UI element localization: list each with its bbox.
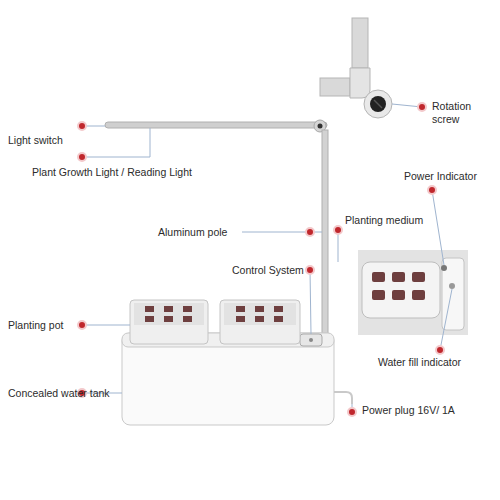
part-label: Power Indicator: [404, 170, 499, 183]
planting-holes: [145, 306, 283, 322]
leader-line: [310, 270, 311, 334]
joint-pipe: [352, 18, 368, 68]
part-label: Concealed water tank: [8, 387, 138, 400]
joint-elbow: [350, 68, 370, 98]
arm-screw: [318, 124, 323, 129]
pot-top: [134, 303, 204, 325]
leader-line: [82, 128, 150, 157]
leader-line: [440, 289, 452, 350]
leader-line: [82, 325, 130, 326]
callout-dot: [348, 408, 356, 416]
callout-dot: [78, 321, 86, 329]
part-label: Water fill indicator: [378, 356, 498, 369]
callout-dot: [334, 226, 342, 234]
inset-holes: [372, 272, 425, 300]
planting-pots: [130, 300, 300, 344]
part-label: Plant Growth Light / Reading Light: [32, 166, 232, 179]
joint-pipe: [320, 78, 350, 96]
screw-slot: [374, 100, 382, 108]
leader-line: [432, 190, 444, 265]
part-label: Power plug 16V/ 1A: [362, 404, 492, 417]
part-label: Planting medium: [345, 214, 445, 227]
part-label: Aluminum pole: [158, 226, 248, 239]
planting-pot: [130, 300, 208, 344]
inset-pot: [362, 262, 440, 318]
light-arm: [105, 122, 327, 128]
callout-dot: [306, 266, 314, 274]
water-tank: [122, 333, 334, 425]
part-label: Control System: [232, 264, 322, 277]
callout-dots: [78, 103, 444, 416]
inset-pole-base: [442, 258, 464, 330]
callout-dot: [78, 122, 86, 130]
callout-dot: [436, 346, 444, 354]
callout-dot: [418, 103, 426, 111]
rotation-screw: [370, 96, 386, 112]
rotation-joint-inset: [320, 18, 392, 118]
callout-dot: [306, 228, 314, 236]
control-button: [309, 338, 313, 342]
power-indicator-light: [441, 265, 447, 271]
part-label: Rotation screw: [432, 100, 494, 126]
aluminum-pole: [322, 130, 328, 345]
part-label: Light switch: [8, 134, 98, 147]
joint-body: [364, 90, 392, 118]
control-system: [300, 334, 322, 346]
water-fill-light: [449, 283, 455, 289]
pot-top: [224, 303, 296, 325]
power-cable: [334, 392, 352, 404]
callout-dot: [78, 153, 86, 161]
part-label: Planting pot: [8, 319, 88, 332]
planting-pot: [220, 300, 300, 344]
callout-dot: [428, 186, 436, 194]
